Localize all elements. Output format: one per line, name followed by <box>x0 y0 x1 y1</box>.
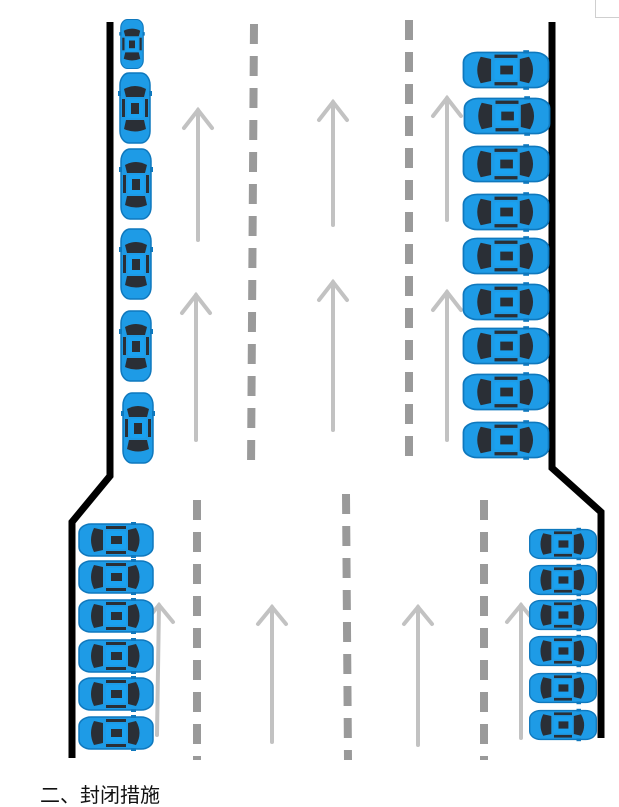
arrow-up-icon <box>180 291 212 442</box>
curb-left <box>68 22 114 758</box>
arrow-up-icon <box>431 94 463 222</box>
car-top-view-icon <box>78 675 154 713</box>
car-top-view-icon <box>78 714 154 752</box>
car-top-view-icon <box>462 419 550 461</box>
lane-divider-lower-2 <box>342 493 352 761</box>
car-top-view-icon <box>462 281 550 323</box>
car-top-view-icon <box>462 143 550 185</box>
car-top-view-icon <box>463 95 551 137</box>
lane-divider-upper-left <box>247 23 258 471</box>
page-corner-marker <box>595 0 619 18</box>
car-top-view-icon <box>529 671 597 705</box>
car-top-view-icon <box>462 325 550 367</box>
car-top-view-icon <box>529 563 597 597</box>
car-top-view-icon <box>462 371 550 413</box>
arrow-up-icon <box>431 288 463 442</box>
car-top-view-icon <box>462 49 550 91</box>
arrow-up-icon <box>402 603 434 747</box>
car-top-view-icon <box>118 148 154 220</box>
arrow-up-icon <box>317 98 349 227</box>
car-top-view-icon <box>78 558 154 596</box>
car-top-view-icon <box>529 634 597 668</box>
arrow-up-icon <box>182 106 214 242</box>
car-top-view-icon <box>118 228 154 300</box>
parked-cars-upper-right <box>462 49 551 461</box>
curb-right <box>548 22 605 738</box>
car-top-view-icon <box>529 598 597 632</box>
car-top-view-icon <box>117 72 153 144</box>
parked-cars-upper-left <box>117 18 156 464</box>
car-top-view-icon <box>120 392 156 464</box>
car-top-view-icon <box>78 597 154 635</box>
car-top-view-icon <box>529 708 597 742</box>
arrow-up-icon <box>256 603 288 744</box>
arrow-up-icon <box>317 278 349 432</box>
car-top-view-icon <box>78 521 154 559</box>
car-top-view-icon <box>118 310 154 382</box>
car-top-view-icon <box>462 191 550 233</box>
car-top-view-icon <box>78 637 154 675</box>
car-top-view-icon <box>529 527 597 561</box>
car-top-view-icon <box>118 18 146 70</box>
car-top-view-icon <box>462 235 550 277</box>
parked-cars-lower-left <box>78 521 154 752</box>
parked-cars-lower-right <box>529 527 597 742</box>
section-caption: 二、封闭措施 <box>40 783 160 807</box>
